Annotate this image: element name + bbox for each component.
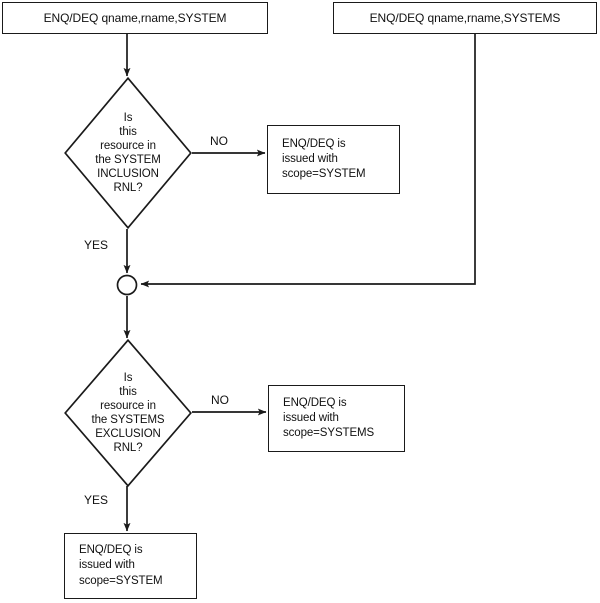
result-node-scope-system-top: ENQ/DEQ is issued with scope=SYSTEM bbox=[267, 125, 400, 194]
decision-diamond-shape bbox=[64, 76, 192, 230]
result-node-scope-system-bottom: ENQ/DEQ is issued with scope=SYSTEM bbox=[64, 533, 197, 599]
result-node-scope-systems: ENQ/DEQ is issued with scope=SYSTEMS bbox=[268, 385, 405, 452]
result-node-scope-system-bottom-label: ENQ/DEQ is issued with scope=SYSTEM bbox=[79, 544, 163, 587]
start-node-systems: ENQ/DEQ qname,rname,SYSTEMS bbox=[333, 2, 597, 34]
edge-systems-to-merge bbox=[140, 34, 476, 288]
edge-label-inclusion-no: NO bbox=[210, 134, 228, 148]
decision-diamond-shape bbox=[64, 338, 192, 488]
start-node-system-label: ENQ/DEQ qname,rname,SYSTEM bbox=[43, 11, 227, 25]
decision-system-inclusion-rnl: Is this resource in the SYSTEM INCLUSION… bbox=[64, 76, 192, 230]
edge-label-inclusion-yes: YES bbox=[84, 238, 109, 252]
decision-systems-exclusion-rnl: Is this resource in the SYSTEMS EXCLUSIO… bbox=[64, 338, 192, 488]
start-node-systems-label: ENQ/DEQ qname,rname,SYSTEMS bbox=[369, 11, 561, 25]
edge-label-exclusion-yes: YES bbox=[84, 493, 109, 507]
result-node-scope-system-top-label: ENQ/DEQ is issued with scope=SYSTEM bbox=[282, 137, 366, 181]
start-node-system: ENQ/DEQ qname,rname,SYSTEM bbox=[2, 2, 268, 34]
edge-label-exclusion-no: NO bbox=[211, 393, 229, 407]
merge-junction-circle bbox=[116, 274, 138, 296]
result-node-scope-systems-label: ENQ/DEQ is issued with scope=SYSTEMS bbox=[283, 396, 375, 440]
